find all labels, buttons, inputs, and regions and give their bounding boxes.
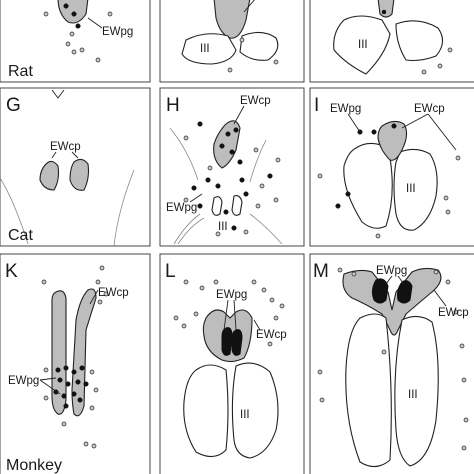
oculomotor-nucleus-left (333, 15, 391, 75)
panel-k-monkey: K (0, 253, 151, 474)
oculomotor-nucleus-right (231, 362, 279, 459)
ewcp-nucleus (213, 120, 241, 169)
neurons-open (317, 267, 469, 451)
panel-letter-g: G (6, 95, 21, 116)
ewcp-label: EWcp (256, 329, 287, 341)
species-label-monkey: Monkey (6, 457, 62, 474)
ewcp-nucleus (377, 120, 408, 161)
neurons-open (41, 265, 109, 449)
ewpg-nucleus-right (397, 280, 413, 304)
ewpg-nucleus-right (231, 329, 243, 356)
ewpg-nucleus-left (371, 278, 389, 304)
outline-right (113, 169, 135, 247)
panel-g-cat: G EWcp Cat (0, 87, 151, 247)
panel-rat-2: III (159, 0, 305, 83)
ewpg-nucleus-left (221, 327, 233, 356)
panel-m: M EWpg EWcp III (309, 253, 474, 474)
ewpg-label: EWpg (216, 289, 247, 301)
iii-label: III (408, 389, 418, 401)
neurons-open (173, 279, 285, 347)
neurons-open (317, 155, 461, 239)
panel-letter-k: K (5, 261, 18, 282)
iii-label: III (406, 183, 416, 195)
species-label-cat: Cat (8, 227, 33, 244)
ewpg-label: EWpg (166, 202, 197, 214)
panel-i: I EWpg EWcp III (309, 87, 474, 247)
iii-label: III (218, 221, 228, 233)
panel-l: L EWpg EWcp III (159, 253, 305, 474)
ewcp-nucleus (377, 0, 395, 18)
neurons-filled (191, 121, 273, 231)
midline-notch (51, 89, 65, 99)
ewcp-label: EWcp (438, 307, 469, 319)
oculomotor-nucleus-right (239, 31, 279, 61)
oculomotor-nucleus-right (395, 20, 444, 62)
ewcp-label: EWcp (414, 103, 445, 115)
panel-rat-3: III (309, 0, 474, 83)
ewcp-nucleus-left (39, 160, 60, 191)
ewpg-label: EWpg (102, 26, 133, 38)
oculomotor-nucleus-left (345, 313, 392, 468)
panel-letter-l: L (165, 261, 176, 282)
panel-rat-ewpg: EWpg Rat (0, 0, 151, 83)
ewcp-nucleus (213, 0, 251, 39)
oculomotor-nucleus-left (183, 364, 229, 458)
ewcp-label: EWcp (240, 95, 271, 107)
ewpg-label: EWpg (8, 375, 39, 387)
neurons-filled (335, 123, 397, 209)
panel-letter-m: M (313, 261, 329, 282)
iii-label: III (358, 39, 368, 51)
ewcp-nucleus-left (51, 290, 67, 415)
ewcp-label: EWcp (50, 141, 81, 153)
oculomotor-nucleus-left (181, 33, 237, 65)
iii-label: III (200, 43, 210, 55)
neurons-open (183, 135, 281, 237)
panel-letter-h: H (166, 95, 180, 116)
species-label-rat: Rat (8, 63, 33, 80)
oculomotor-nucleus-left (211, 196, 223, 216)
iii-label: III (240, 409, 250, 421)
ewcp-nucleus-right (69, 158, 90, 191)
ewpg-label: EWpg (330, 103, 361, 115)
panel-h: H (159, 87, 305, 247)
panel-letter-i: I (314, 95, 319, 116)
ewcp-label: EWcp (98, 287, 129, 299)
oculomotor-nucleus-right (231, 195, 243, 216)
outline-left (0, 177, 29, 245)
neurons-filled (53, 365, 89, 409)
oculomotor-nucleus-right (393, 148, 438, 231)
ewcp-nucleus (342, 267, 442, 336)
oculomotor-nucleus-right (394, 315, 439, 467)
ewpg-label: EWpg (376, 265, 407, 277)
